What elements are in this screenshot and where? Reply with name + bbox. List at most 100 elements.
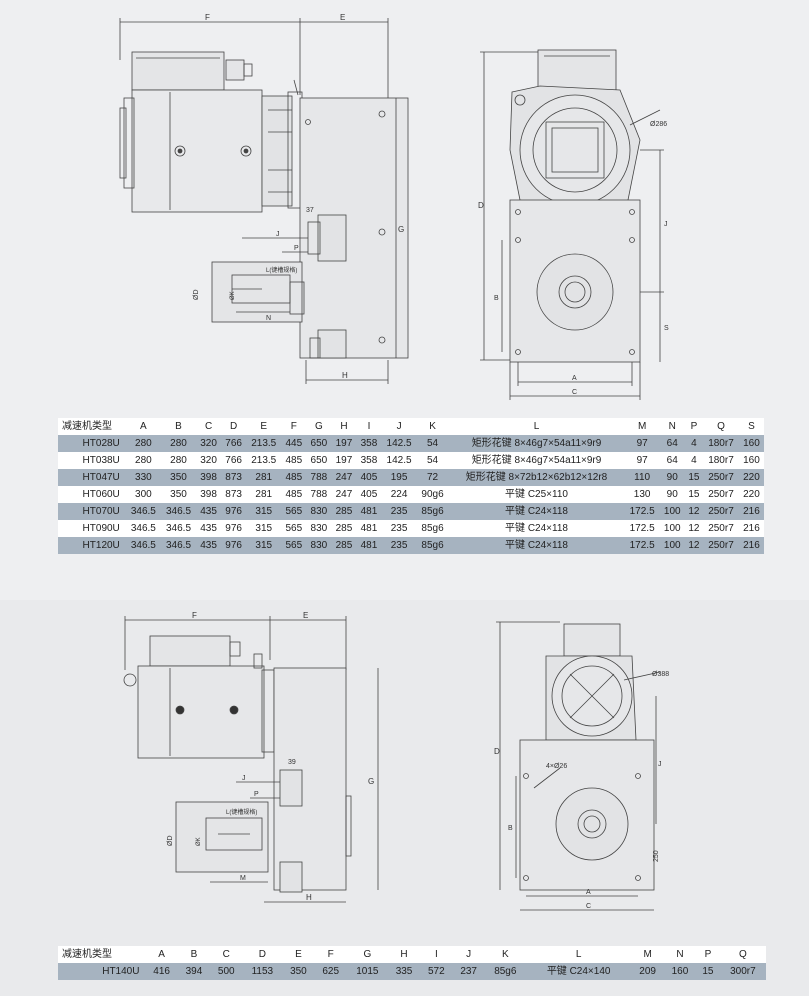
table-cell: 4 xyxy=(684,452,704,469)
dim-P-label-2: P xyxy=(254,791,259,798)
table-cell: 394 xyxy=(177,963,211,980)
table-cell: 15 xyxy=(696,963,720,980)
table-cell: 160 xyxy=(738,452,764,469)
table-cell: 346.5 xyxy=(125,503,161,520)
col-header: K xyxy=(484,946,526,963)
table-cell: 172.5 xyxy=(624,537,660,554)
col-header: P xyxy=(696,946,720,963)
dim-P-label: P xyxy=(294,245,299,252)
table-cell: 142.5 xyxy=(381,435,417,452)
table-cell: 565 xyxy=(281,503,307,520)
table-cell: 485 xyxy=(281,486,307,503)
table-cell: 358 xyxy=(356,452,382,469)
table-cell: 235 xyxy=(381,520,417,537)
holes-label: 4×Ø26 xyxy=(546,763,567,770)
table-cell: 100 xyxy=(659,520,685,537)
table-cell: 405 xyxy=(356,469,382,486)
table-cell: 398 xyxy=(196,486,222,503)
table-cell: 250r7 xyxy=(703,486,739,503)
table-cell: 平键 C24×118 xyxy=(448,537,625,554)
dim-J-label-2: J xyxy=(242,775,246,782)
table-cell: 320 xyxy=(196,452,222,469)
table-cell: 572 xyxy=(420,963,453,980)
col-header: 减速机类型 xyxy=(58,418,126,435)
col-header: L xyxy=(525,946,632,963)
table-cell: 358 xyxy=(356,435,382,452)
col-header: G xyxy=(346,946,388,963)
table-cell: 197 xyxy=(331,452,357,469)
dim-B-label-2: B xyxy=(508,825,513,832)
col-header: I xyxy=(356,418,382,435)
table-cell: 250r7 xyxy=(703,503,739,520)
table-cell: 285 xyxy=(331,537,357,554)
col-header: Q xyxy=(703,418,739,435)
table-cell: 130 xyxy=(624,486,660,503)
table-cell: HT028U xyxy=(58,435,126,452)
table-cell: 90 xyxy=(659,486,685,503)
dim-S-label: S xyxy=(664,325,669,332)
col-header: D xyxy=(242,946,283,963)
drawing-section-1: F E 37 G H J P N L(键槽规格) ØD ØK xyxy=(58,13,764,554)
dim-J-right-label: J xyxy=(664,221,668,228)
table-cell: 485 xyxy=(281,452,307,469)
table-cell: 346.5 xyxy=(160,520,197,537)
dim-F-label: F xyxy=(205,13,210,22)
table-row: HT090U 346.5 346.5 435 976 315 565 830 2… xyxy=(58,520,764,537)
col-header: S xyxy=(738,418,764,435)
table-cell: 平键 C24×118 xyxy=(448,503,625,520)
col-header: M xyxy=(624,418,660,435)
table-cell: 247 xyxy=(331,469,357,486)
table-cell: 216 xyxy=(738,503,764,520)
table-row: HT070U 346.5 346.5 435 976 315 565 830 2… xyxy=(58,503,764,520)
dim-39-label: 39 xyxy=(288,759,296,766)
col-header: I xyxy=(420,946,453,963)
col-header: M xyxy=(631,946,664,963)
col-header: B xyxy=(160,418,197,435)
table-cell: 180r7 xyxy=(703,435,739,452)
table-cell: 1015 xyxy=(346,963,388,980)
table-cell: 85g6 xyxy=(484,963,526,980)
table-cell: 405 xyxy=(356,486,382,503)
table-cell: 830 xyxy=(306,537,332,554)
table-cell: 180r7 xyxy=(703,452,739,469)
table-cell: 97 xyxy=(624,452,660,469)
table-cell: 350 xyxy=(160,486,197,503)
table-cell: 416 xyxy=(145,963,178,980)
technical-drawing-2: F E 39 G H J P M L(键槽规格) ØD ØK D Ø388 4×… xyxy=(123,611,669,911)
table-cell: 4 xyxy=(684,435,704,452)
keyway-label-1: L(键槽规格) xyxy=(266,266,297,274)
table-cell: 172.5 xyxy=(624,520,660,537)
table-cell: 300r7 xyxy=(719,963,766,980)
col-header: C xyxy=(196,418,222,435)
col-header: 减速机类型 xyxy=(58,946,146,963)
table-cell: 209 xyxy=(631,963,664,980)
table-cell: 160 xyxy=(663,963,697,980)
dim-H-label: H xyxy=(342,371,348,380)
table-cell: 195 xyxy=(381,469,417,486)
table-cell: 788 xyxy=(306,469,332,486)
dim-37-label: 37 xyxy=(306,207,314,214)
table-cell: 285 xyxy=(331,503,357,520)
table-cell: 280 xyxy=(160,435,197,452)
table-row: HT140U 416 394 500 1153 350 625 1015 335… xyxy=(58,963,766,980)
table-cell: 346.5 xyxy=(125,520,161,537)
table-cell: 12 xyxy=(684,503,704,520)
table-cell: 766 xyxy=(221,452,247,469)
dim-D-label: ØD xyxy=(193,290,200,301)
dim-J-label: J xyxy=(276,231,280,238)
table-cell: 435 xyxy=(196,503,222,520)
phi-dim-label-1: Ø286 xyxy=(650,121,667,128)
table-cell: 54 xyxy=(416,435,449,452)
table-cell: 350 xyxy=(282,963,315,980)
drawing-section-2: F E 39 G H J P M L(键槽规格) ØD ØK D Ø388 4×… xyxy=(0,600,809,996)
table-cell: 平键 C25×110 xyxy=(448,486,625,503)
table-cell: HT038U xyxy=(58,452,126,469)
col-header: G xyxy=(306,418,332,435)
table-cell: 216 xyxy=(738,520,764,537)
table-cell: 315 xyxy=(246,520,282,537)
table-cell: 72 xyxy=(416,469,449,486)
table-cell: HT090U xyxy=(58,520,126,537)
table-cell: 85g6 xyxy=(416,537,449,554)
table-cell: 90 xyxy=(659,469,685,486)
col-header: L xyxy=(448,418,625,435)
